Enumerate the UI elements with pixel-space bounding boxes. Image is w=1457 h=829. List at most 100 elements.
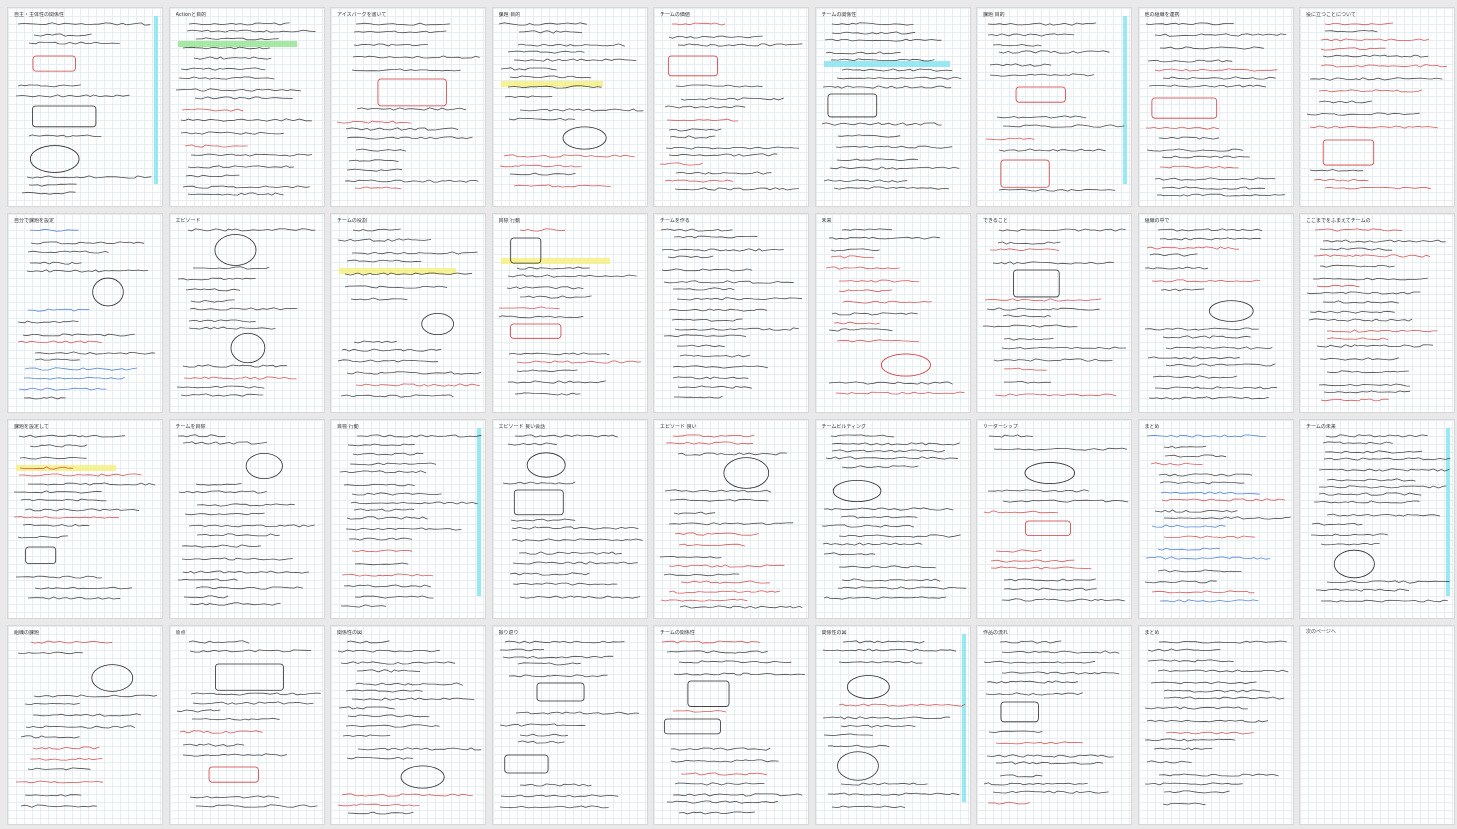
handwriting-line bbox=[194, 96, 293, 100]
handwriting-line bbox=[1318, 468, 1450, 472]
handwriting-line bbox=[1165, 346, 1272, 350]
handwritten-notes bbox=[337, 228, 482, 398]
notebook-page-thumbnail[interactable]: アイスバーグを書いて bbox=[331, 8, 485, 206]
notebook-page-thumbnail[interactable]: チームの関係性 bbox=[815, 8, 970, 206]
handwriting-line bbox=[1154, 509, 1238, 513]
handwriting-line bbox=[660, 228, 733, 232]
sketch-shape bbox=[846, 675, 890, 699]
handwriting-line bbox=[27, 308, 90, 312]
notebook-page-thumbnail[interactable]: 他の組織を連携 bbox=[1138, 8, 1293, 206]
highlighter-mark bbox=[477, 428, 481, 596]
page-heading-text: Actionと目的 bbox=[175, 12, 207, 18]
handwritten-notes bbox=[339, 428, 482, 608]
handwritten-notes bbox=[1145, 22, 1286, 197]
handwriting-line bbox=[339, 470, 427, 474]
notebook-page-thumbnail-last[interactable]: 次のページへ bbox=[1300, 626, 1454, 824]
handwriting-line bbox=[193, 56, 271, 60]
handwriting-line bbox=[344, 285, 448, 289]
notebook-page-thumbnail[interactable]: リーダーシップ bbox=[977, 420, 1131, 618]
notebook-page-thumbnail[interactable]: 関係性の図 bbox=[331, 626, 485, 824]
handwritten-notes bbox=[15, 16, 158, 195]
handwriting-line bbox=[354, 562, 409, 566]
handwritten-notes bbox=[176, 640, 321, 808]
notebook-page-thumbnail[interactable]: まとめ bbox=[1138, 626, 1293, 824]
sketch-shape bbox=[509, 323, 561, 339]
handwriting-line bbox=[1314, 500, 1420, 504]
handwriting-line bbox=[180, 393, 263, 397]
handwriting-line bbox=[347, 714, 430, 718]
handwritten-notes bbox=[983, 640, 1120, 805]
handwriting-line bbox=[1320, 64, 1447, 68]
notebook-page-thumbnail[interactable]: 組織の課題 bbox=[8, 626, 162, 824]
handwriting-line bbox=[513, 58, 636, 62]
handwriting-line bbox=[346, 371, 482, 375]
notebook-page-thumbnail[interactable]: チームの価値 bbox=[654, 8, 808, 206]
notebook-page-thumbnail[interactable]: チームの未来 bbox=[1300, 420, 1454, 618]
handwriting-line bbox=[985, 692, 1083, 696]
notebook-page-thumbnail[interactable]: できること bbox=[977, 214, 1131, 412]
handwriting-line bbox=[499, 805, 609, 809]
page-heading-text: 組織の課題 bbox=[14, 630, 40, 636]
handwriting-line bbox=[1145, 22, 1234, 26]
notebook-page-thumbnail[interactable]: エピソード 良い bbox=[654, 420, 808, 618]
notebook-page-thumbnail[interactable]: 目標 行動 bbox=[492, 214, 647, 412]
handwriting-line bbox=[674, 327, 799, 331]
notebook-page-thumbnail[interactable]: 組織の中で bbox=[1138, 214, 1293, 412]
handwriting-line bbox=[519, 108, 643, 112]
handwriting-line bbox=[512, 582, 617, 586]
notebook-page-thumbnail[interactable]: 自分で課題を設定 bbox=[8, 214, 162, 412]
handwriting-line bbox=[346, 136, 473, 140]
handwriting-line bbox=[996, 761, 1104, 765]
handwriting-line bbox=[828, 236, 940, 240]
handwriting-line bbox=[1160, 288, 1204, 292]
notebook-page-thumbnail[interactable]: チームを目標 bbox=[169, 420, 324, 618]
handwriting-line bbox=[989, 73, 1095, 77]
handwriting-line bbox=[356, 669, 421, 673]
notebook-page-thumbnail[interactable]: 振り返り bbox=[492, 626, 647, 824]
handwriting-line bbox=[825, 456, 958, 460]
handwriting-line bbox=[345, 689, 423, 693]
handwritten-notes bbox=[499, 640, 639, 809]
handwriting-line bbox=[178, 76, 274, 80]
notebook-page-thumbnail[interactable]: 自主・主体性の関係性 bbox=[8, 8, 162, 206]
notebook-page-thumbnail[interactable]: チームビルディング bbox=[815, 420, 970, 618]
handwriting-line bbox=[344, 179, 479, 183]
notebook-page-thumbnail[interactable]: 課題を設定して bbox=[8, 420, 162, 618]
handwriting-line bbox=[672, 287, 735, 291]
notebook-page-thumbnail[interactable]: 作品の流れ bbox=[977, 626, 1131, 824]
page-heading-text: 役に立つことについて bbox=[1306, 12, 1356, 18]
handwriting-line bbox=[994, 393, 1117, 397]
handwriting-line bbox=[498, 306, 560, 310]
notebook-page-thumbnail[interactable]: チームの関係性 bbox=[654, 626, 808, 824]
handwriting-line bbox=[346, 259, 422, 263]
notebook-page-thumbnail[interactable]: 関係性の図 bbox=[815, 626, 970, 824]
handwriting-line bbox=[337, 238, 432, 242]
notebook-page-thumbnail[interactable]: チームを作る bbox=[654, 214, 808, 412]
page-heading-text: 関係性の図 bbox=[821, 630, 847, 636]
notebook-page-thumbnail[interactable]: 課題 目的 bbox=[977, 8, 1131, 206]
handwriting-line bbox=[983, 782, 1088, 786]
handwriting-line bbox=[1144, 266, 1208, 270]
handwriting-line bbox=[345, 127, 459, 131]
notebook-page-thumbnail[interactable]: 未来 bbox=[815, 214, 970, 412]
notebook-page-thumbnail[interactable]: 課題 目的 bbox=[492, 8, 647, 206]
notebook-page-thumbnail[interactable]: エピソード 良い会話 bbox=[492, 420, 647, 618]
handwriting-line bbox=[1320, 38, 1430, 42]
handwriting-line bbox=[175, 88, 301, 92]
notebook-page-thumbnail[interactable]: 役に立つことについて bbox=[1300, 8, 1454, 206]
handwriting-line bbox=[1147, 59, 1232, 63]
notebook-page-thumbnail[interactable]: チームの役割 bbox=[331, 214, 485, 412]
handwritten-notes bbox=[177, 434, 315, 606]
notebook-page-thumbnail[interactable]: ここまでをふまえてチームの bbox=[1300, 214, 1454, 412]
notebook-page-thumbnail[interactable]: エピソード bbox=[169, 214, 324, 412]
handwriting-line bbox=[1316, 344, 1434, 348]
handwriting-line bbox=[351, 697, 475, 701]
notebook-page-thumbnail[interactable]: Actionと目的 bbox=[169, 8, 324, 206]
notebook-page-thumbnail[interactable]: 目標 行動 bbox=[331, 420, 485, 618]
handwriting-line bbox=[676, 344, 725, 348]
handwriting-line bbox=[829, 166, 959, 170]
handwriting-line bbox=[668, 590, 781, 594]
handwriting-line bbox=[672, 365, 769, 369]
notebook-page-thumbnail[interactable]: まとめ bbox=[1138, 420, 1293, 618]
notebook-page-thumbnail[interactable]: 原点 bbox=[169, 626, 324, 824]
